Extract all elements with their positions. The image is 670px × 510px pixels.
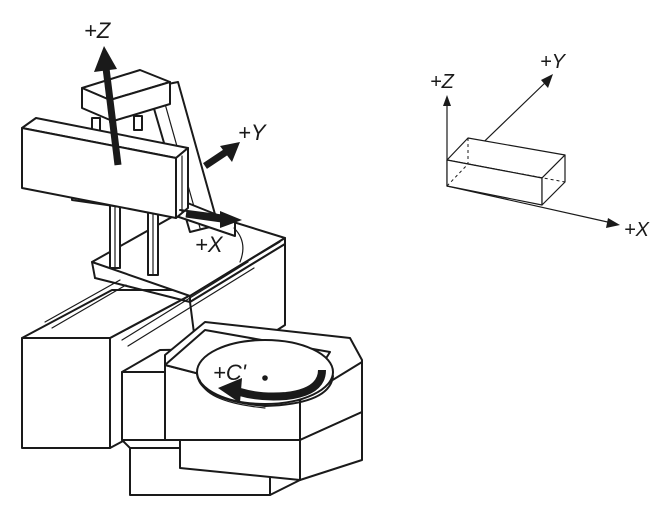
machine-y-arrow (203, 142, 240, 169)
machine-z-label: +Z (84, 18, 112, 43)
machine-z-arrow (94, 46, 122, 166)
machine-x-arrow (179, 209, 244, 263)
coord-x-label: +X (624, 219, 650, 241)
coordinate-system: +Z +Y +X (430, 51, 650, 241)
machine-x-label: +X (195, 232, 224, 257)
reference-box (446, 137, 566, 206)
coord-z-label: +Z (430, 71, 455, 93)
horizontal-beam (21, 117, 189, 219)
coord-y-label: +Y (540, 51, 567, 73)
machine-c-label: +C' (213, 360, 247, 385)
machine-y-label: +Y (238, 120, 267, 145)
machine-illustration: +Z +Y +X +C' (21, 18, 363, 496)
machine-c-arrow (218, 369, 326, 403)
top-head-block (81, 69, 171, 133)
